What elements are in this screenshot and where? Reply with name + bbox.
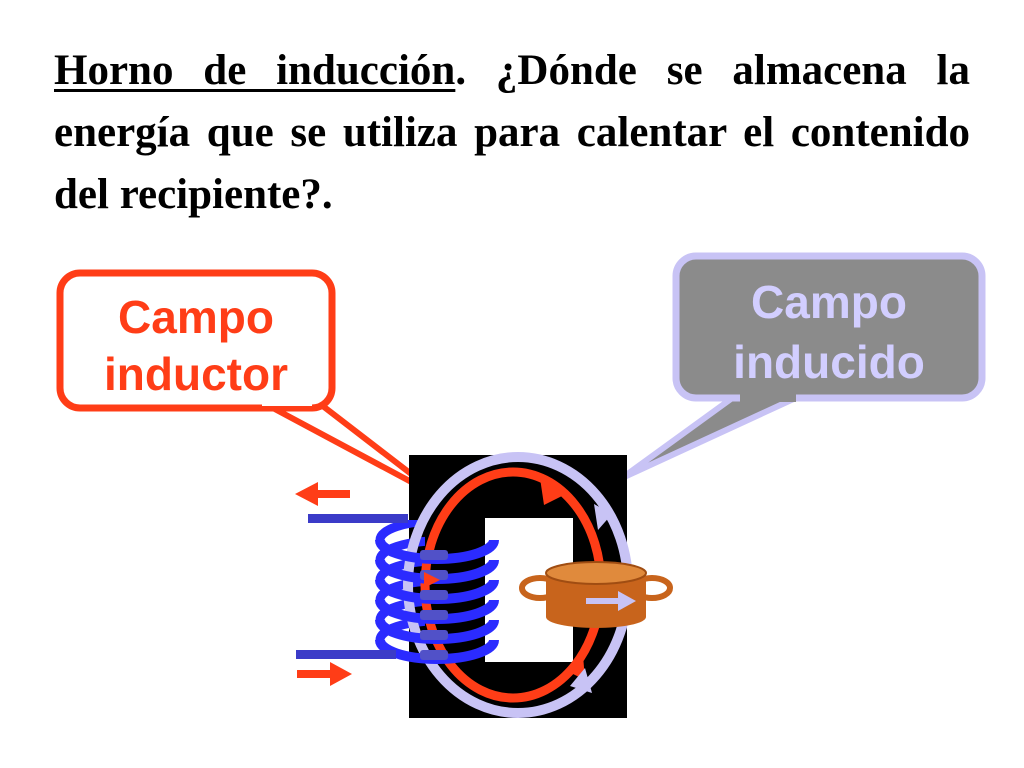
callout-inducido-box [672, 252, 986, 402]
coil-lead-wires [296, 514, 408, 659]
crucible-pot [519, 561, 673, 628]
induced-field-arrowheads [570, 504, 612, 693]
lead-wire-top [308, 514, 408, 523]
induced-field-arrowhead-lower [570, 668, 592, 693]
inductor-field-arrowhead-top [540, 478, 566, 505]
callout-inductor-box [56, 269, 336, 412]
question-text: Horno de inducción. ¿Dónde se almacena l… [54, 40, 970, 226]
arrow-left-icon [295, 482, 350, 506]
callout-inducido: Campo inducido [619, 252, 986, 481]
inductor-field-center-arrow-icon [424, 572, 440, 588]
question-title: Horno de inducción [54, 47, 456, 94]
arrow-right-icon [297, 662, 352, 686]
callout-inducido-line2: inducido [733, 336, 925, 388]
callout-inductor-line1: Campo [118, 291, 274, 343]
callout-inductor-line2: inductor [104, 348, 288, 400]
callout-inducido-line1: Campo [751, 276, 907, 328]
induced-current-arrow-icon [586, 591, 636, 611]
coil-front [375, 539, 499, 664]
callout-inducido-pointer [619, 393, 803, 481]
inductor-field-arrowhead-bottom [565, 655, 585, 680]
callout-inductor: Campo inductor [56, 269, 448, 503]
question-body: . ¿Dónde se almacena la energía que se u… [54, 47, 971, 218]
induced-field-arrowhead-right [594, 504, 612, 530]
lead-wire-bottom [296, 650, 396, 659]
